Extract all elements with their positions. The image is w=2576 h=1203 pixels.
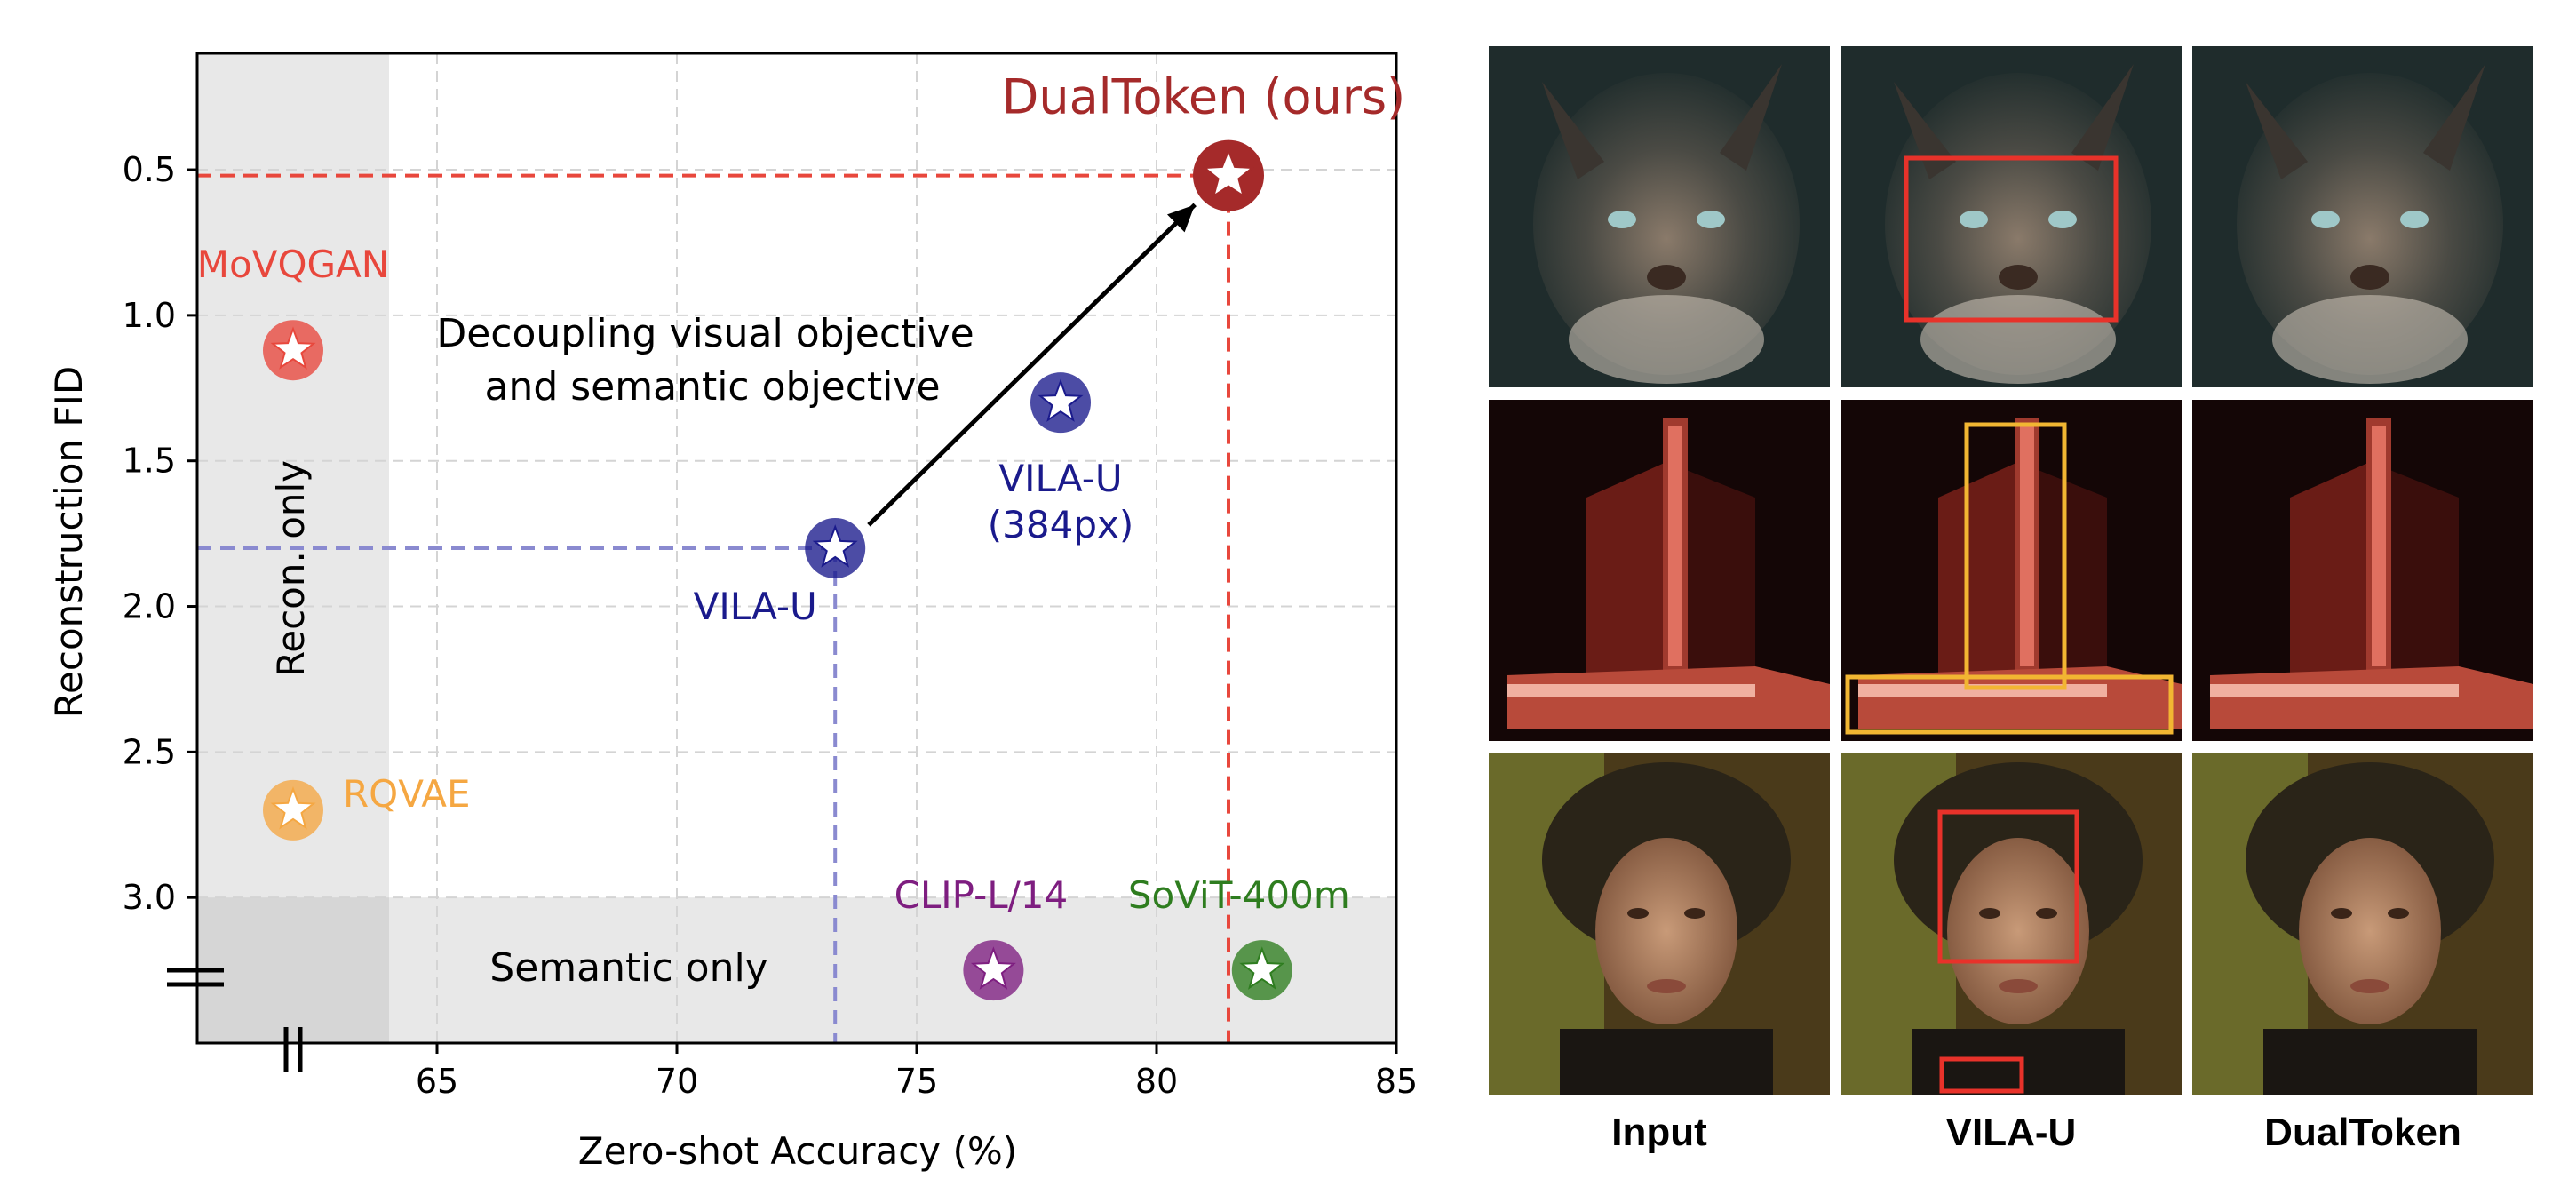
arrow-head-icon xyxy=(1166,204,1196,233)
x-tick-label: 65 xyxy=(416,1062,458,1101)
x-tick-label: 85 xyxy=(1375,1062,1418,1101)
annotation-arrow xyxy=(867,203,1197,527)
annotation-line-1: Decoupling visual objective xyxy=(436,311,974,356)
highlight-box xyxy=(1964,422,2067,690)
point-label: VILA-U xyxy=(998,457,1122,500)
point-labels: DualToken (ours)MoVQGANVILA-UVILA-U(384p… xyxy=(197,69,1405,917)
x-tick-label: 75 xyxy=(895,1062,938,1101)
y-axis-label: Reconstruction FID xyxy=(47,366,91,719)
plot-frame xyxy=(195,52,1398,1045)
highlight-box xyxy=(1845,674,2174,735)
column-label-input: Input xyxy=(1611,1111,1707,1154)
comparison-grid xyxy=(1489,46,2533,1095)
point-label: CLIP-L/14 xyxy=(894,873,1069,917)
overlap-region xyxy=(197,897,389,1043)
semantic-only-label: Semantic only xyxy=(489,945,767,991)
star-icon xyxy=(270,326,316,370)
highlight-box xyxy=(1939,1056,2024,1094)
portrait-dualtoken-image xyxy=(2192,753,2533,1095)
x-axis-label: Zero-shot Accuracy (%) xyxy=(578,1129,1017,1173)
lynx-input-image xyxy=(1489,46,1830,387)
y-tick-label: 0.5 xyxy=(123,150,176,189)
star-icon xyxy=(270,786,316,830)
highlight-box xyxy=(1904,155,2119,323)
y-tick-label: 2.0 xyxy=(123,587,176,626)
y-tick-label: 1.5 xyxy=(123,442,176,481)
chart-axes xyxy=(195,52,1398,1045)
point-label: RQVAE xyxy=(343,772,471,816)
theatre-vila-u-image xyxy=(1841,400,2182,741)
star-icon xyxy=(1239,946,1285,990)
star-icon xyxy=(812,524,858,568)
tick-labels: 65 70 75 80 85 0.5 1.0 1.5 2.0 2.5 3.0 xyxy=(123,150,1419,1101)
point-label: (384px) xyxy=(988,503,1133,546)
lynx-vila-u-image xyxy=(1841,46,2182,387)
data-points xyxy=(263,139,1292,1001)
point-label: DualToken (ours) xyxy=(1002,69,1405,125)
star-icon xyxy=(1038,378,1084,422)
star-icon xyxy=(970,946,1016,990)
semantic-only-region xyxy=(197,897,1396,1043)
x-tick-label: 80 xyxy=(1135,1062,1178,1101)
theatre-input-image xyxy=(1489,400,1830,741)
y-tick-label: 1.0 xyxy=(123,296,176,335)
guide-lines xyxy=(197,173,1230,1043)
scatter-chart: 65 70 75 80 85 0.5 1.0 1.5 2.0 2.5 3.0 DualToken (… xyxy=(47,52,1419,1173)
column-label-dualtoken: DualToken xyxy=(2264,1111,2461,1154)
x-tick-label: 70 xyxy=(656,1062,698,1101)
point-label: SoViT-400m xyxy=(1128,873,1350,917)
portrait-vila-u-image xyxy=(1841,753,2182,1095)
star-icon xyxy=(1202,147,1255,198)
chart-regions xyxy=(197,53,1396,1043)
annotation-line-2: and semantic objective xyxy=(484,364,940,410)
arrow-line xyxy=(867,203,1197,527)
highlight-box xyxy=(1937,809,2079,964)
lynx-dualtoken-image xyxy=(2192,46,2533,387)
x-axis-break-icon xyxy=(283,1027,303,1072)
portrait-input-image xyxy=(1489,753,1830,1095)
y-tick-label: 2.5 xyxy=(123,732,176,771)
point-label: VILA-U xyxy=(694,585,817,628)
point-label: MoVQGAN xyxy=(197,243,389,286)
column-label-vila-u: VILA-U xyxy=(1945,1111,2077,1154)
theatre-dualtoken-image xyxy=(2192,400,2533,741)
y-axis-break-icon xyxy=(167,968,224,987)
y-tick-label: 3.0 xyxy=(123,878,176,917)
recon-only-label: Recon. only xyxy=(269,460,313,677)
